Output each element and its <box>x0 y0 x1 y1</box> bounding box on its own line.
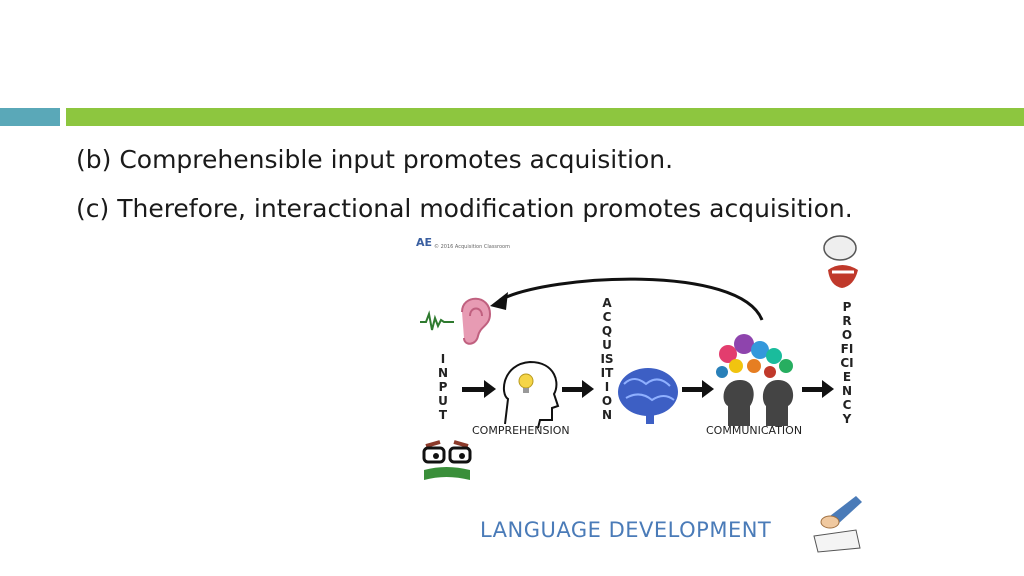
ear-icon <box>461 297 492 345</box>
diagram-graphics <box>420 235 862 553</box>
proficiency-label: PROFICIENCY <box>840 300 854 426</box>
accent-bar-green <box>66 108 1024 126</box>
mouth-icon <box>828 265 858 288</box>
bullet-b: (b) Comprehensible input promotes acquis… <box>76 145 674 174</box>
accent-bar-teal <box>0 108 60 126</box>
feedback-arrow <box>499 277 764 321</box>
comprehension-label: COMPREHENSION <box>472 424 570 437</box>
logo: AE <box>416 236 433 249</box>
communication-label: COMMUNICATION <box>706 424 803 437</box>
lightbulb-head-icon <box>502 360 560 429</box>
language-development-title: LANGUAGE DEVELOPMENT <box>480 518 772 542</box>
talking-heads-icon <box>716 334 794 426</box>
feedback-arrow-head <box>490 292 508 310</box>
bullet-c: (c) Therefore, interactional modificatio… <box>76 194 853 223</box>
reading-eyes-icon <box>422 440 472 480</box>
input-label: INPUT <box>437 352 449 422</box>
copyright-text: © 2016 Acquisition Classroom <box>434 244 510 250</box>
acquisition-label: ACQUISITION <box>600 296 614 422</box>
soundwave-icon <box>420 310 454 331</box>
language-development-diagram: AE © 2016 Acquisition Classroom <box>410 234 872 562</box>
speech-bubble-icon <box>823 235 857 261</box>
brain-icon <box>618 368 678 424</box>
writing-hand-icon <box>813 496 862 553</box>
